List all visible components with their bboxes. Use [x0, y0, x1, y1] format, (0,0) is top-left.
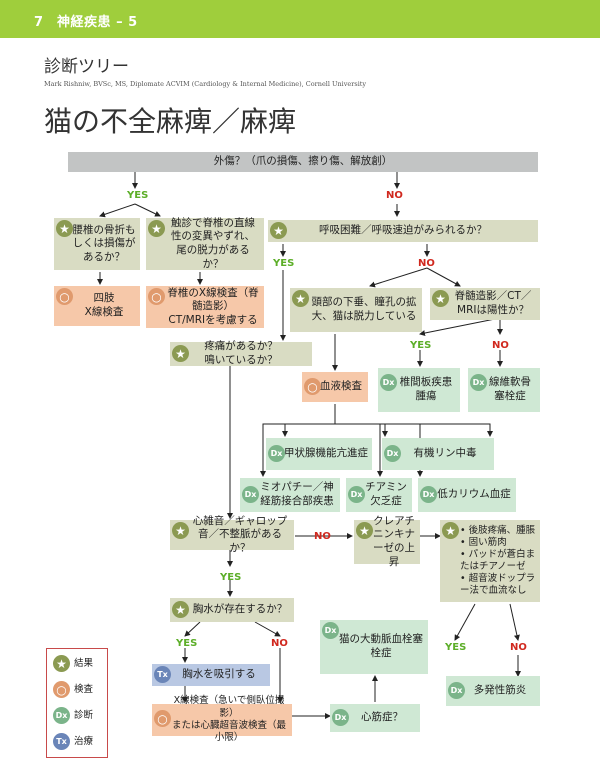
- dx-icon: Dx: [53, 707, 70, 724]
- sign-item: • 固い筋肉: [460, 537, 507, 549]
- magnifier-icon: ○: [56, 288, 73, 305]
- dx-icon: Dx: [242, 486, 259, 503]
- star-icon: ★: [270, 222, 287, 239]
- section-subtitle: 診断ツリー: [44, 57, 129, 77]
- star-icon: ★: [356, 522, 373, 539]
- no-label: NO: [510, 642, 527, 653]
- chapter-label: 7 神経疾患 – 5: [34, 15, 138, 30]
- node-head-droop: 頭部の下垂、瞳孔の拡大、猫は脱力している: [290, 288, 422, 332]
- dx-icon: Dx: [470, 374, 487, 391]
- yes-label: YES: [445, 642, 467, 653]
- magnifier-icon: ○: [148, 288, 165, 305]
- dx-icon: Dx: [380, 374, 397, 391]
- yes-label: YES: [176, 638, 198, 649]
- legend-item: ○検査: [53, 681, 93, 698]
- star-icon: ★: [172, 345, 189, 362]
- node-trauma: 外傷？（爪の損傷、擦り傷、解放創）: [68, 152, 538, 172]
- node-respiratory: 呼吸困難／呼吸速迫がみられるか？: [268, 220, 538, 242]
- author-line: Mark Rishniw, BVSc, MS, Diplomate ACVIM …: [44, 80, 367, 88]
- star-icon: ★: [56, 220, 73, 237]
- star-icon: ★: [432, 290, 449, 307]
- tx-icon: Tx: [53, 733, 70, 750]
- yes-label: YES: [410, 340, 432, 351]
- node-myelo-ct: 脊髄造影／CT／MRIは陽性か？: [430, 288, 540, 320]
- sign-item: • 超音波ドップラー法で血流なし: [460, 572, 536, 596]
- chapter-bar: 7 神経疾患 – 5: [0, 0, 600, 38]
- tx-icon: Tx: [154, 666, 171, 683]
- node-pleural: 胸水が存在するか？: [170, 598, 294, 622]
- legend-item: ★結果: [53, 655, 93, 672]
- star-icon: ★: [53, 655, 70, 672]
- node-pain: 疼痛があるか？ 鳴いているか？: [170, 340, 312, 366]
- dx-icon: Dx: [420, 486, 437, 503]
- no-label: NO: [492, 340, 509, 351]
- star-icon: ★: [148, 220, 165, 237]
- page-title: 猫の不全麻痺／麻痺: [44, 105, 297, 138]
- yes-label: YES: [220, 572, 242, 583]
- no-label: NO: [314, 531, 331, 542]
- no-label: NO: [386, 190, 403, 201]
- dx-icon: Dx: [384, 445, 401, 462]
- magnifier-icon: ○: [154, 710, 171, 727]
- dx-icon: Dx: [448, 682, 465, 699]
- node-creatinine: クレアチニンキナーゼの上昇: [354, 515, 420, 568]
- node-spinal-xray: 脊椎のX線検査（脊髄造影） CT/MRIを考慮する: [146, 286, 264, 328]
- magnifier-icon: ○: [304, 378, 321, 395]
- sign-item: • 後肢疼痛、腫脹: [460, 525, 536, 537]
- dx-icon: Dx: [322, 622, 339, 639]
- yes-label: YES: [273, 258, 295, 269]
- sign-item: • パッドが蒼白またはチアノーゼ: [460, 549, 536, 572]
- magnifier-icon: ○: [53, 681, 70, 698]
- dx-icon: Dx: [268, 445, 285, 462]
- dx-icon: Dx: [332, 709, 349, 726]
- no-label: NO: [271, 638, 288, 649]
- star-icon: ★: [292, 290, 309, 307]
- yes-label: YES: [127, 190, 149, 201]
- dx-icon: Dx: [348, 486, 365, 503]
- node-palpation: 触診で脊椎の直線性の変異やずれ、尾の脱力があるか？: [146, 217, 264, 270]
- star-icon: ★: [172, 522, 189, 539]
- star-icon: ★: [172, 601, 189, 618]
- node-myositis: 多発性筋炎: [446, 676, 540, 706]
- node-xray-echo: X線検査（急いで側臥位撮影） または心臓超音波検査（最小限）: [152, 695, 292, 743]
- no-label: NO: [418, 258, 435, 269]
- star-icon: ★: [442, 522, 459, 539]
- node-drain: 胸水を吸引する: [152, 664, 270, 686]
- node-murmur: 心雑音／ギャロップ音／不整脈があるか？: [170, 515, 294, 554]
